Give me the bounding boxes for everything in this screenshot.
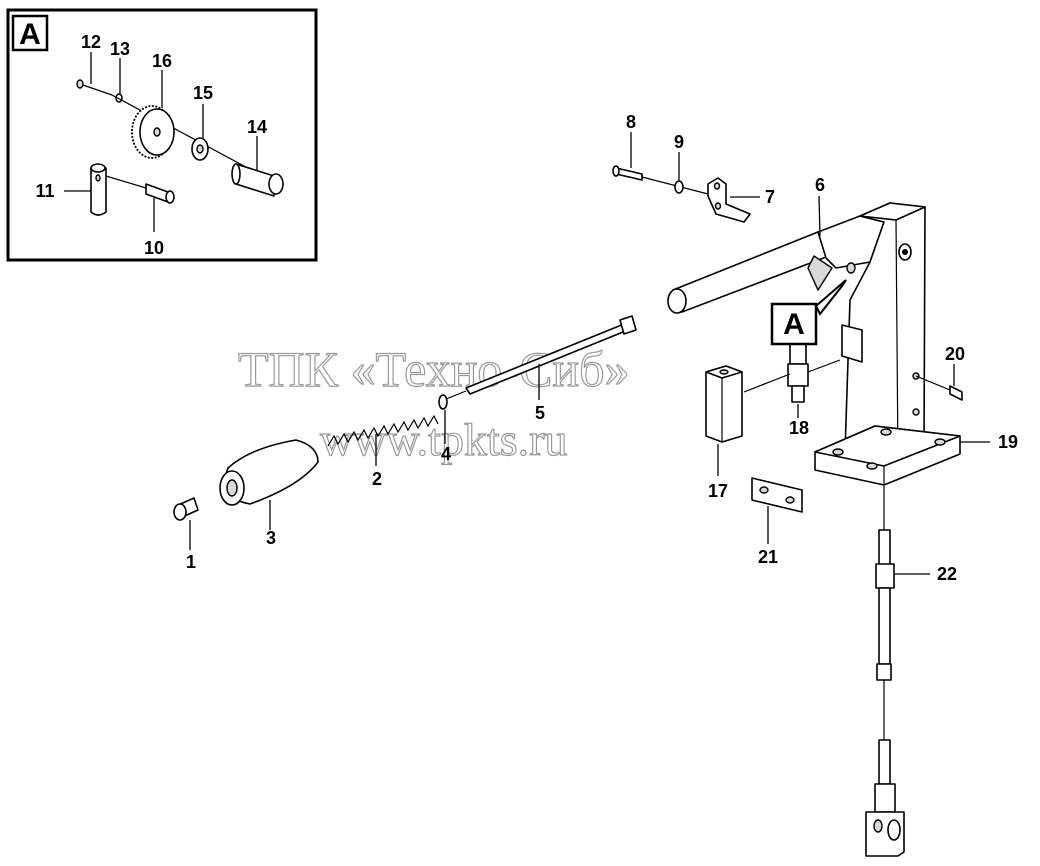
part-10-pin (105, 175, 175, 204)
label-12: 12 (81, 32, 101, 52)
part-15-washer (191, 137, 209, 161)
label-17: 17 (708, 481, 728, 501)
part-5-rod (445, 315, 637, 400)
inset-letter: A (19, 18, 41, 51)
part-20-bolt (915, 375, 963, 401)
label-8: 8 (626, 112, 636, 132)
label-19: 19 (998, 432, 1018, 452)
part-22-cable (865, 486, 905, 857)
watermark-url: www.tpkts.ru (320, 414, 567, 465)
label-4: 4 (441, 444, 451, 464)
label-18: 18 (789, 418, 809, 438)
part-7-bracket (707, 177, 751, 223)
part-11-sleeve (90, 163, 107, 216)
part-16-gear (131, 105, 175, 159)
label-13: 13 (110, 39, 130, 59)
part-6-lever-arm (667, 215, 885, 314)
callout-a: A (770, 279, 847, 346)
part-2-spring (327, 414, 439, 447)
label-14: 14 (247, 117, 267, 137)
label-7: 7 (765, 187, 775, 207)
label-6: 6 (815, 175, 825, 195)
part-18-switch (743, 343, 841, 403)
label-15: 15 (193, 83, 213, 103)
label-21: 21 (758, 547, 778, 567)
inset-detail-a: A (6, 8, 318, 262)
callout-labels: 1 2 3 4 5 6 7 8 9 17 18 19 20 21 22 (186, 112, 1018, 584)
label-2: 2 (372, 469, 382, 489)
label-20: 20 (945, 344, 965, 364)
part-3-grip (219, 439, 319, 506)
part-9-washer (674, 180, 684, 194)
label-5: 5 (535, 403, 545, 423)
part-19-pedestal (814, 202, 961, 486)
part-12-bolt (76, 79, 113, 96)
part-14-pin (231, 163, 284, 197)
part-4-washer (438, 394, 448, 410)
part-17-block (705, 365, 743, 443)
label-16: 16 (152, 51, 172, 71)
label-22: 22 (937, 564, 957, 584)
part-21-plate (751, 477, 803, 513)
label-3: 3 (266, 528, 276, 548)
part-1-cap (173, 497, 199, 521)
label-9: 9 (674, 132, 684, 152)
label-11: 11 (35, 181, 54, 201)
label-1: 1 (186, 552, 196, 572)
part-8-bolt (612, 165, 709, 195)
callout-a-letter: A (783, 308, 805, 341)
label-10: 10 (144, 238, 164, 258)
leader-lines (189, 132, 990, 575)
